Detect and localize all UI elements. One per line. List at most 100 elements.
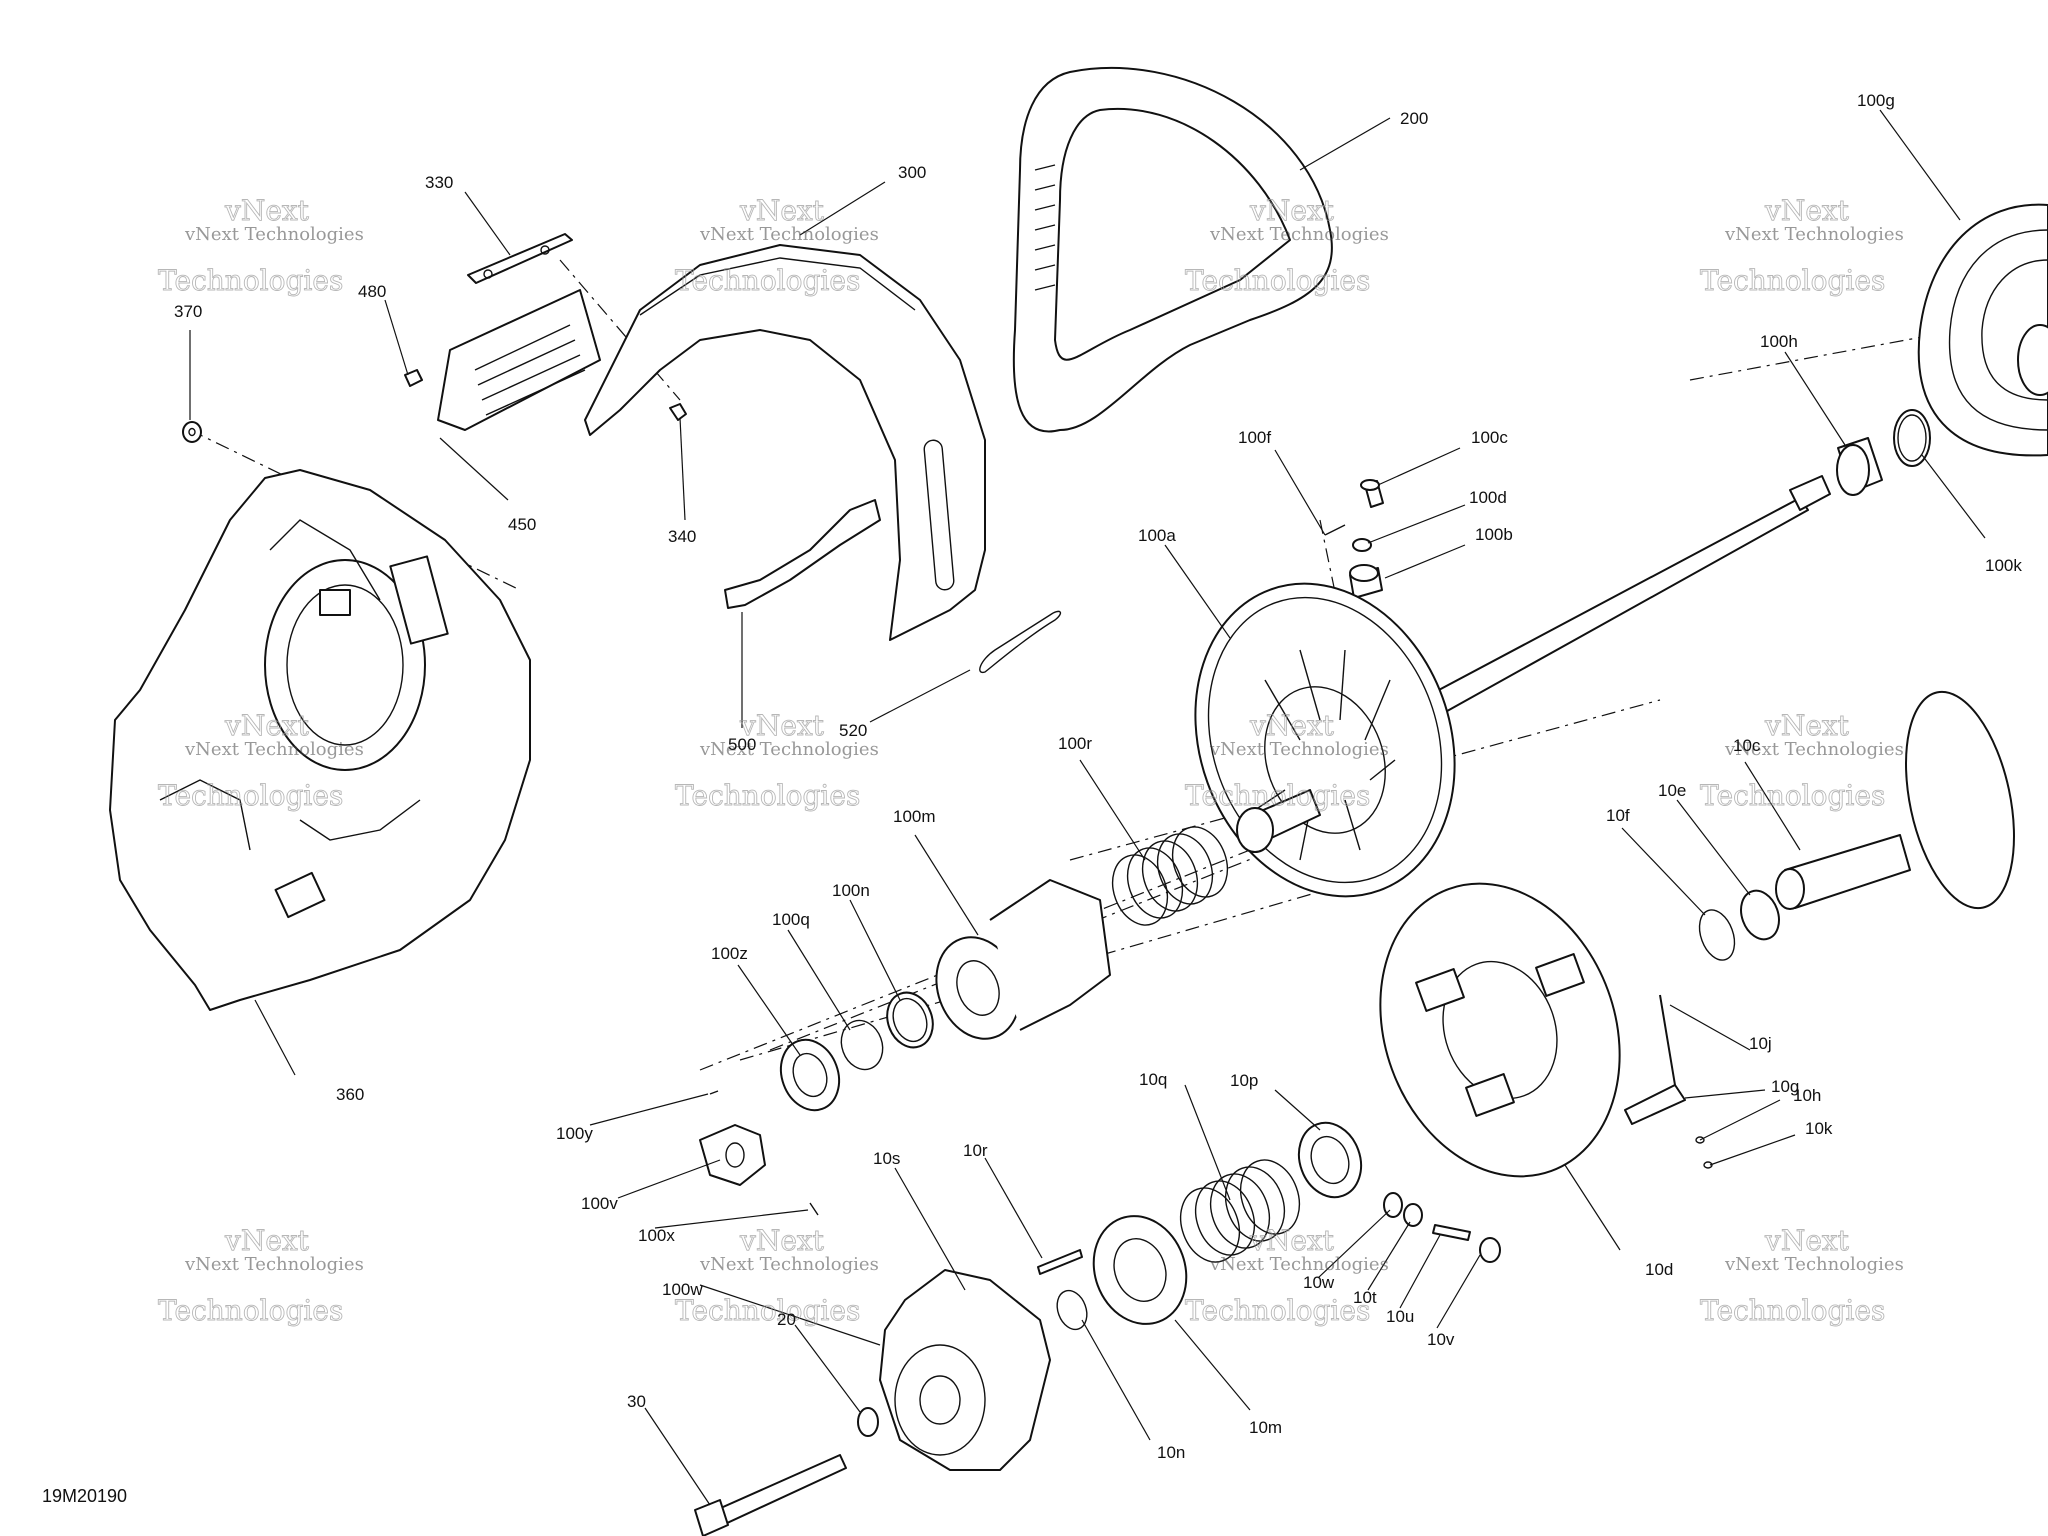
watermark: Technologies vNext Technologies vNext [675, 1224, 879, 1328]
spring-100r [1111, 826, 1229, 926]
callout-100k: 100k [1985, 556, 2022, 575]
svg-text:Technologies: Technologies [675, 264, 860, 297]
svg-text:Technologies: Technologies [1185, 264, 1370, 297]
pin-520 [979, 610, 1062, 674]
callout-10q: 10q [1139, 1070, 1167, 1089]
watermark: Technologies vNext Technologies vNext [1185, 194, 1389, 298]
callout-10v: 10v [1427, 1330, 1455, 1349]
leader-lines [189, 109, 1986, 1506]
callout-10e: 10e [1658, 781, 1686, 800]
bushing-10e [1740, 889, 1780, 941]
callout-100g: 100g [1857, 91, 1895, 110]
callout-10j: 10j [1749, 1034, 1772, 1053]
pin-10r [1037, 1249, 1083, 1275]
svg-text:vNext: vNext [1764, 709, 1850, 742]
cam-100m [935, 879, 1111, 1040]
spacer-100b [1349, 564, 1383, 599]
sheave-10c [1775, 690, 2015, 910]
bracket-500 [724, 499, 881, 609]
svg-text:vNext Technologies: vNext Technologies [184, 739, 364, 760]
hub-10m [1092, 1215, 1188, 1325]
callout-10p: 10p [1230, 1071, 1258, 1090]
svg-text:vNext: vNext [739, 709, 825, 742]
svg-text:vNext Technologies: vNext Technologies [1724, 739, 1904, 760]
callout-100x: 100x [638, 1226, 675, 1245]
pin-10j [1659, 994, 1676, 1086]
callout-370: 370 [174, 302, 202, 321]
callout-100q: 100q [772, 910, 810, 929]
seal-10p [1297, 1121, 1363, 1199]
svg-text:vNext: vNext [224, 709, 310, 742]
plate-450 [437, 289, 601, 431]
callout-480: 480 [358, 282, 386, 301]
callout-10g: 10g [1771, 1077, 1799, 1096]
pin-100f [1324, 524, 1346, 536]
spring-10q [1179, 1159, 1301, 1263]
washer-20 [857, 1407, 879, 1437]
watermark: Technologies vNext Technologies vNext [158, 1224, 364, 1328]
lever-10g [1624, 1084, 1686, 1125]
svg-text:Technologies: Technologies [1185, 1294, 1370, 1327]
svg-text:vNext: vNext [739, 194, 825, 227]
callout-10r: 10r [963, 1141, 988, 1160]
callout-10u: 10u [1386, 1307, 1414, 1326]
svg-text:vNext Technologies: vNext Technologies [699, 1254, 879, 1275]
callout-330: 330 [425, 173, 453, 192]
callout-30: 30 [627, 1392, 646, 1411]
svg-text:vNext Technologies: vNext Technologies [1724, 1254, 1904, 1275]
callout-360: 360 [336, 1085, 364, 1104]
clip-340 [669, 403, 687, 421]
watermark: Technologies vNext Technologies vNext [158, 194, 364, 298]
svg-text:Technologies: Technologies [158, 779, 343, 812]
callout-100r: 100r [1058, 734, 1092, 753]
callout-450: 450 [508, 515, 536, 534]
svg-text:vNext: vNext [1249, 194, 1335, 227]
svg-text:vNext Technologies: vNext Technologies [1209, 739, 1389, 760]
callout-100h: 100h [1760, 332, 1798, 351]
drawing-number: 19M20190 [42, 1486, 127, 1506]
svg-text:vNext Technologies: vNext Technologies [699, 739, 879, 760]
watermark: Technologies vNext Technologies vNext [1700, 709, 1904, 813]
svg-text:vNext Technologies: vNext Technologies [1209, 1254, 1389, 1275]
svg-text:vNext Technologies: vNext Technologies [1209, 224, 1389, 245]
spider-10d [1379, 882, 1621, 1178]
belt-200 [1012, 67, 1333, 433]
watermark: Technologies vNext Technologies vNext [1185, 709, 1389, 813]
washer-10h [1695, 1136, 1705, 1144]
sheave-100g [1917, 203, 2048, 457]
callout-10w: 10w [1303, 1273, 1335, 1292]
callout-10n: 10n [1157, 1443, 1185, 1462]
callout-100m: 100m [893, 807, 936, 826]
screw-100x [809, 1202, 819, 1216]
svg-text:Technologies: Technologies [1185, 779, 1370, 812]
svg-text:vNext: vNext [1249, 1224, 1335, 1257]
callout-100w: 100w [662, 1280, 703, 1299]
watermark: Technologies vNext Technologies vNext [1700, 1224, 1904, 1328]
watermark: Technologies vNext Technologies vNext [158, 709, 364, 813]
guard-300 [584, 244, 986, 641]
callout-520: 520 [839, 721, 867, 740]
snap-ring-100q [840, 1019, 884, 1071]
watermark: Technologies vNext Technologies vNext [675, 194, 879, 298]
callout-340: 340 [668, 527, 696, 546]
callout-100n: 100n [832, 881, 870, 900]
svg-text:vNext Technologies: vNext Technologies [699, 224, 879, 245]
svg-text:vNext: vNext [739, 1224, 825, 1257]
svg-text:vNext: vNext [1249, 709, 1335, 742]
callout-10f: 10f [1606, 806, 1630, 825]
pin-10u [1432, 1224, 1471, 1241]
nut-100v [699, 1124, 766, 1186]
callout-100b: 100b [1475, 525, 1513, 544]
callout-labels: 330 300 200 100g 480 370 450 340 100h 10… [174, 91, 2022, 1462]
snap-ring-10f [1698, 909, 1736, 961]
callout-10k: 10k [1805, 1119, 1833, 1138]
callout-100d: 100d [1469, 488, 1507, 507]
callout-10h: 10h [1793, 1086, 1821, 1105]
svg-text:vNext: vNext [1764, 194, 1850, 227]
snap-ring-100k [1893, 409, 1931, 467]
svg-text:Technologies: Technologies [158, 1294, 343, 1327]
sheave-100w [879, 1269, 1051, 1471]
watermark: Technologies vNext Technologies vNext [1185, 1224, 1389, 1328]
housing-360 [109, 469, 531, 1011]
